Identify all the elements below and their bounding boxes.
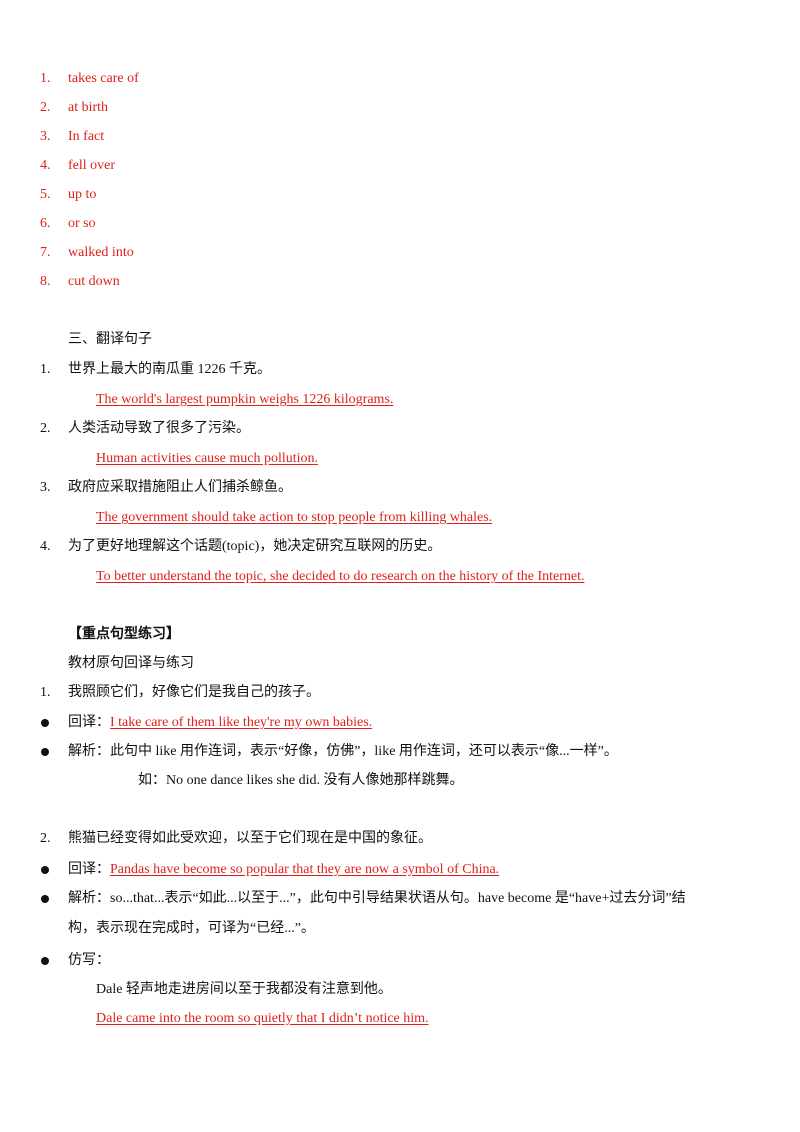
analysis-text: 解析：so...that...表示“如此...以至于...”，此句中引导结果状语… [68, 891, 686, 906]
item-number: 4. [40, 158, 51, 173]
item-number: 7. [40, 245, 51, 260]
item-number: 5. [40, 187, 51, 202]
item-answer: or so [68, 216, 96, 231]
item-answer: In fact [68, 129, 105, 144]
translate-label: 回译： [68, 715, 110, 730]
bullet-icon [41, 748, 49, 756]
key-subheading: 教材原句回译与练习 [68, 656, 194, 671]
answer-text: To better understand the topic, she deci… [96, 569, 585, 584]
bullet-icon [41, 866, 49, 874]
imitate-answer: Dale came into the room so quietly that … [96, 1011, 429, 1026]
item-answer: fell over [68, 158, 116, 173]
analysis-text: 解析：此句中 like 用作连词，表示“好像，仿佛”，like 用作连词，还可以… [68, 744, 618, 759]
item-answer: walked into [68, 245, 134, 260]
item-answer: up to [68, 187, 97, 202]
analysis-row: 解析：此句中 like 用作连词，表示“好像，仿佛”，like 用作连词，还可以… [0, 743, 800, 761]
item-number: 2. [40, 100, 51, 115]
bullet-icon [41, 957, 49, 965]
item-answer: at birth [68, 100, 109, 115]
translate-answer: Pandas have become so popular that they … [110, 862, 500, 877]
answer-text: The government should take action to sto… [96, 510, 493, 525]
question-text: 世界上最大的南瓜重 1226 千克。 [68, 362, 271, 377]
item-answer: cut down [68, 274, 120, 289]
key-sentence: 熊猫已经变得如此受欢迎，以至于它们现在是中国的象征。 [68, 831, 432, 846]
translate-row: 回译： I take care of them like they're my … [0, 714, 800, 732]
analysis-text-cont: 构，表示现在完成时，可译为“已经...”。 [68, 921, 315, 936]
example-text: 如：No one dance likes she did. 没有人像她那样跳舞。 [138, 773, 464, 788]
item-answer: takes care of [68, 71, 139, 86]
translate-answer: I take care of them like they're my own … [110, 715, 373, 730]
section-heading: 三、翻译句子 [68, 332, 152, 347]
item-number: 2. [40, 421, 51, 436]
item-number: 1. [40, 71, 51, 86]
translate-label: 回译： [68, 862, 110, 877]
item-number: 1. [40, 362, 51, 377]
item-number: 3. [40, 480, 51, 495]
answer-text: The world's largest pumpkin weighs 1226 … [96, 392, 394, 407]
item-number: 2. [40, 831, 51, 846]
bullet-icon [41, 719, 49, 727]
question-text: 为了更好地理解这个话题(topic)，她决定研究互联网的历史。 [68, 539, 442, 554]
key-sentence: 我照顾它们，好像它们是我自己的孩子。 [68, 685, 320, 700]
item-number: 4. [40, 539, 51, 554]
analysis-row: 解析：so...that...表示“如此...以至于...”，此句中引导结果状语… [0, 890, 800, 908]
translate-row: 回译： Pandas have become so popular that t… [0, 861, 800, 879]
question-text: 政府应采取措施阻止人们捕杀鲸鱼。 [68, 480, 292, 495]
item-number: 8. [40, 274, 51, 289]
imitate-row: 仿写： [0, 952, 800, 970]
bullet-icon [41, 895, 49, 903]
answer-text: Human activities cause much pollution. [96, 451, 319, 466]
item-number: 1. [40, 685, 51, 700]
item-number: 3. [40, 129, 51, 144]
item-number: 6. [40, 216, 51, 231]
key-heading: 【重点句型练习】 [68, 627, 180, 642]
question-text: 人类活动导致了很多了污染。 [68, 421, 250, 436]
imitate-question: Dale 轻声地走进房间以至于我都没有注意到他。 [96, 982, 392, 997]
imitate-label: 仿写： [68, 953, 110, 968]
